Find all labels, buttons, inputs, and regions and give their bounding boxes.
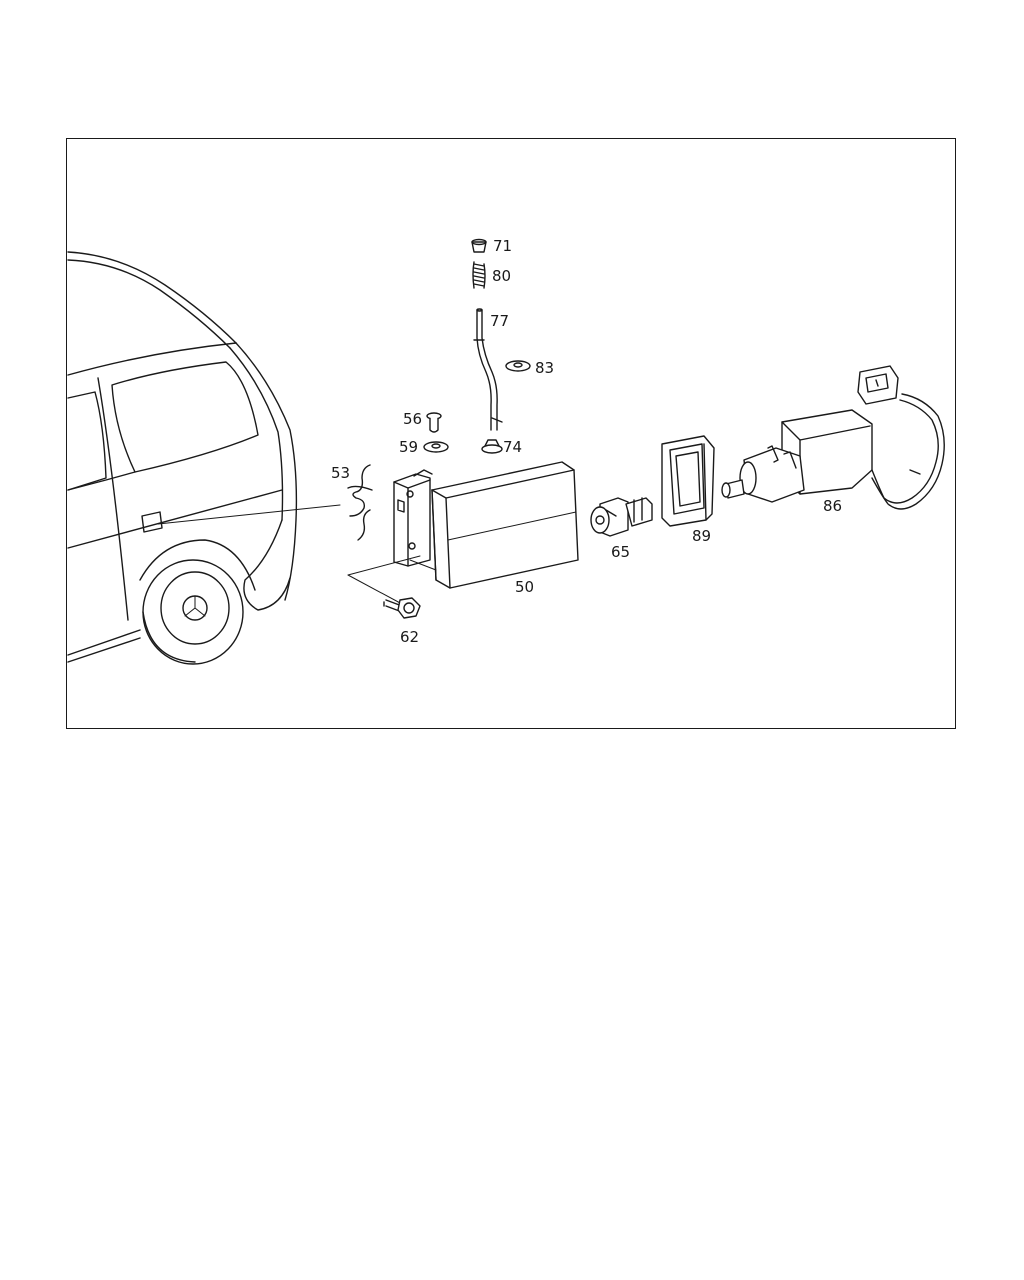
label-part-50: 50 [515, 578, 535, 596]
motor-86 [721, 365, 945, 510]
label-part-56: 56 [403, 410, 423, 428]
label-part-77: 77 [490, 312, 510, 330]
label-part-80: 80 [492, 267, 512, 285]
label-part-65: 65 [611, 543, 631, 561]
bushing-74 [481, 439, 503, 454]
label-part-74: 74 [503, 438, 523, 456]
washer-59 [423, 441, 449, 453]
label-part-86: 86 [823, 497, 843, 515]
seal-frame-89 [661, 435, 715, 527]
label-part-71: 71 [493, 237, 513, 255]
label-part-89: 89 [692, 527, 712, 545]
fuel-filler-housing-50 [393, 461, 579, 589]
label-part-83: 83 [535, 359, 555, 377]
label-part-59: 59 [399, 438, 419, 456]
pin-56 [426, 412, 442, 433]
spring-clip-53 [347, 464, 373, 541]
label-part-62: 62 [400, 628, 420, 646]
rod-77 [473, 308, 503, 431]
washer-83 [505, 360, 531, 372]
spring-80 [472, 261, 486, 289]
vehicle-rear-illustration [67, 251, 298, 665]
label-part-53: 53 [331, 464, 351, 482]
diagram-frame [66, 138, 956, 729]
leader-line-fuel-flap [157, 504, 341, 525]
actuator-65 [590, 497, 653, 537]
cap-71 [471, 238, 487, 253]
bolt-62 [347, 555, 421, 619]
